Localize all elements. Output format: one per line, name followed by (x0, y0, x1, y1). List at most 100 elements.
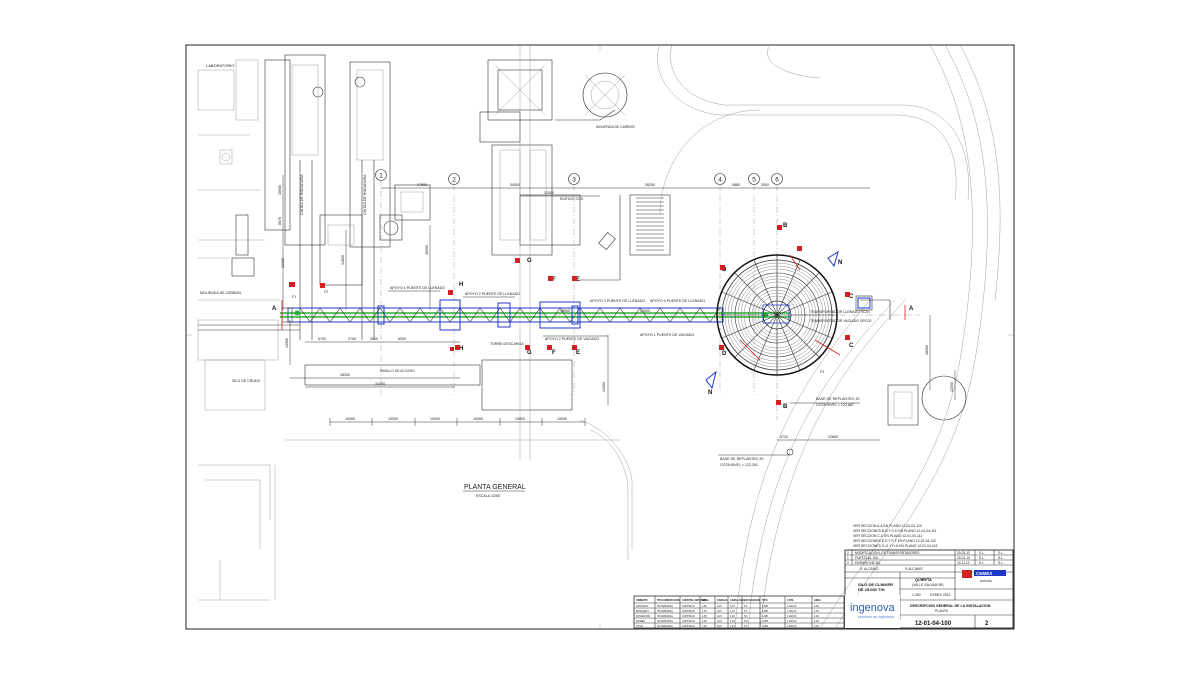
description-sub: PLANTA (935, 609, 949, 613)
road-curves (579, 44, 1001, 630)
dim-top-1: 17800 (417, 183, 427, 187)
svg-text:1.320,00: 1.320,00 (787, 610, 797, 613)
label-cinta-2: CINTAS DE RODADURA (363, 174, 367, 215)
svg-text:2,00: 2,00 (814, 605, 819, 608)
section-c-bottom: C (849, 343, 854, 349)
dim-v1: 12300 (281, 258, 285, 268)
right-dimensions: 18000 22500 4730 22800 (777, 315, 956, 441)
label-molienda: MOLIENDA DE CARBON (200, 291, 241, 295)
svg-text:5,0: 5,0 (744, 605, 748, 608)
axis-bubble-4 (714, 173, 726, 185)
axis-label-2: 2 (452, 177, 456, 184)
section-c-top: C (849, 294, 854, 300)
svg-text:S.L.: S.L. (998, 561, 1004, 565)
table-row: FIRMES HN 30/B/20/IIa CONTINUO 1,50 10,5… (636, 620, 819, 623)
section-b-bottom: B (783, 404, 788, 410)
note-f3: F3 (820, 370, 824, 374)
svg-text:0,080: 0,080 (762, 625, 769, 628)
cemex-logo: CEMEX ESPAÑA (962, 570, 1006, 583)
svg-text:PUESTA AL DIA: PUESTA AL DIA (855, 556, 879, 560)
section-n-top: N (838, 260, 842, 266)
table-row: TOTAL HN 30/B/20/IIa CONTINUO 1,50 10,5 … (636, 625, 819, 628)
dim-top-4: 9880 (732, 183, 740, 187)
top-dimensions: 17800 34500 26250 9880 3000 12500 (381, 183, 870, 197)
svg-text:CEMEX: CEMEX (976, 571, 993, 576)
svg-text:CONTINUO: CONTINUO (682, 625, 695, 628)
label-silo-crudo: SILO DE CRUDO (232, 379, 261, 383)
svg-text:0: 0 (847, 561, 849, 565)
section-e-bottom: E (576, 350, 580, 356)
label-torre: TORRE DESCARGA (490, 342, 524, 346)
label-edificio: EDIFICIO COG (560, 197, 584, 201)
left-dimensions: 10900 8670 14850 45000 13900 12000 12300 (278, 175, 609, 405)
reference-notes: VER SECCION A-A EN PLANO 12-01-04-110 VE… (853, 524, 938, 548)
drawing-scale: 1:250 (912, 593, 921, 597)
transfer-point-left (294, 310, 300, 316)
materials-table: CIMIENTO TIPO CIMENTACION CONTROL MATERI… (633, 595, 845, 629)
table-header: CIMIENTO TIPO CIMENTACION CONTROL MATERI… (636, 599, 821, 602)
svg-text:10,5: 10,5 (717, 625, 722, 628)
note-transp-vaciado: TRANSPORTADOR VACIADO SPC02 (810, 319, 872, 323)
axis-label-4: 4 (718, 177, 722, 184)
dim-mid-6: 38300 (340, 373, 350, 377)
svg-text:TIPO: TIPO (762, 599, 768, 602)
drawing-title-text: PLANTA GENERAL (464, 484, 526, 491)
note-apoyo1-vaciado: APOYO 1 PUENTE DE VACIADO (640, 333, 694, 337)
section-f-bottom: F (552, 350, 556, 356)
svg-text:1,23: 1,23 (730, 610, 735, 613)
svg-text:1,50: 1,50 (702, 625, 707, 628)
note-apoyo2-llenado: APOYO 2 PUENTE DE LLENADO (465, 292, 520, 296)
annotations: APOYO 1 PUENTE DE LLENADO APOYO 2 PUENTE… (292, 286, 872, 467)
dim-mid-7: 18000 (560, 309, 570, 313)
axis-label-3: 3 (572, 177, 576, 184)
axis-bubble-2 (448, 173, 460, 185)
dim-left-2: 8670 (278, 217, 282, 225)
svg-text:CONTINUO: CONTINUO (682, 605, 695, 608)
svg-text:10,5: 10,5 (717, 610, 722, 613)
svg-text:0,080: 0,080 (762, 620, 769, 623)
svg-text:30-03-13: 30-03-13 (957, 551, 970, 555)
dim-v2: 45000 (425, 245, 429, 255)
sheet-number: 2 (985, 621, 989, 627)
note-f1: F1 (292, 295, 296, 299)
svg-text:HN 30/B/20/IIa: HN 30/B/20/IIa (657, 615, 673, 618)
section-d-bottom: D (722, 351, 727, 357)
svg-text:HN 30/B/20/IIa: HN 30/B/20/IIa (657, 610, 673, 613)
stair-hatch (636, 197, 664, 251)
axis-bubble-5 (748, 173, 760, 185)
svg-text:NIVEL: NIVEL (702, 599, 710, 602)
svg-text:S.L.: S.L. (998, 556, 1004, 560)
axis-grid: 1 2 3 4 5 6 (280, 169, 920, 420)
svg-text:15-01-13: 15-01-13 (957, 556, 970, 560)
svg-text:0,080: 0,080 (762, 605, 769, 608)
section-g-bottom: G (527, 350, 532, 356)
table-row: BANQUETA HN 30/B/20/IIa CONTINUO 1,50 10… (636, 610, 819, 613)
table-row: FUNDACION HN 30/B/20/IIa CONTINUO 1,50 1… (636, 615, 819, 618)
note-base-rep-2: BASE DE REPLANTEO 20 (720, 457, 763, 461)
svg-text:CARGA MAX: CARGA MAX (730, 599, 745, 602)
dim-bottom-2: 10000 (388, 417, 398, 421)
label-laboratorio: LABORATORIO (206, 63, 235, 68)
silo-roof-rafters (717, 255, 837, 375)
dim-v4: 12000 (602, 382, 606, 392)
svg-text:AREA: AREA (814, 599, 821, 602)
svg-text:5,0: 5,0 (744, 625, 748, 628)
dim-mid-2: 2750 (348, 337, 356, 341)
svg-text:2,00: 2,00 (814, 620, 819, 623)
svg-text:5,0: 5,0 (744, 620, 748, 623)
svg-text:CONTINUO: CONTINUO (682, 615, 695, 618)
dim-bottom-6: 10000 (557, 417, 567, 421)
svg-text:MODIFICACION LOS TRANSPORTADOR: MODIFICACION LOS TRANSPORTADORES (855, 551, 919, 555)
svg-text:CONTROL MATERIAL: CONTROL MATERIAL (682, 599, 707, 602)
company-name: ingenova (850, 602, 896, 614)
reference-2: VER SECCIONES B-B Y D-D EN PLANO 12-01-0… (853, 529, 937, 533)
dim-mid-1: 6750 (318, 337, 326, 341)
svg-text:2,00: 2,00 (814, 610, 819, 613)
label-pasillo: PASILLO DE ACCESO (380, 369, 415, 373)
dim-bottom-5: 10000 (515, 417, 525, 421)
note-f2: F2 (324, 290, 328, 294)
svg-text:5,0: 5,0 (744, 610, 748, 613)
svg-text:HN 30/B/20/IIa: HN 30/B/20/IIa (657, 625, 673, 628)
dim-right-2: 22500 (950, 382, 954, 392)
svg-text:S.L.: S.L. (979, 551, 985, 555)
